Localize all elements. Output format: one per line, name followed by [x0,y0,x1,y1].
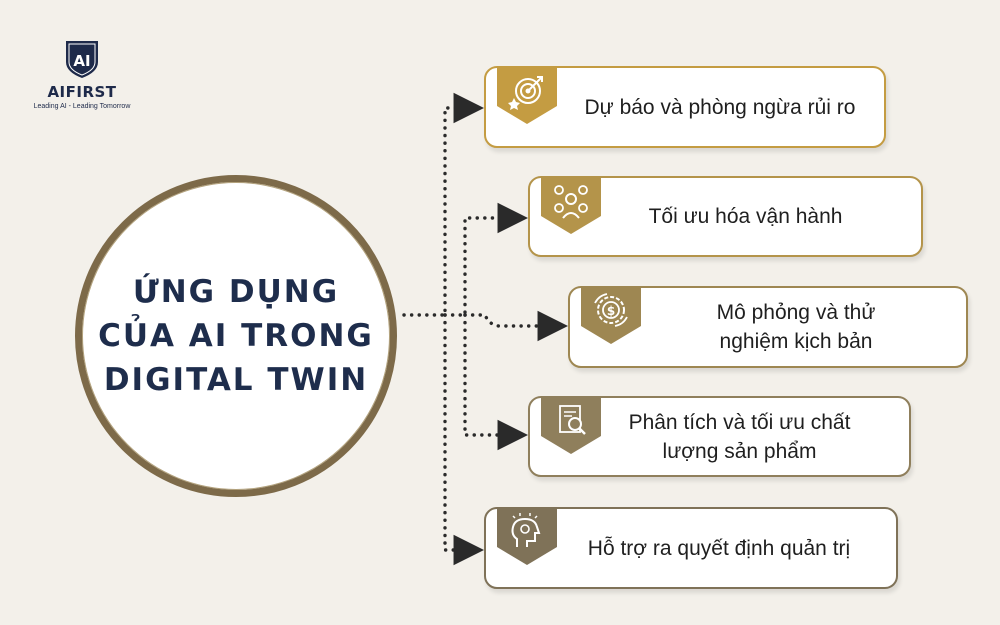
badge [541,176,601,234]
idea-head-icon [497,507,557,565]
connector-trunk [402,92,485,317]
card-label: Phân tích và tối ưu chất lượng sản phẩm [628,410,851,463]
center-title: ỨNG DỤNG CỦA AI TRONG DIGITAL TWIN [98,274,374,398]
brand-logo: AI AIFIRST Leading AI - Leading Tomorrow [32,38,132,110]
brand-name: AIFIRST [47,83,117,101]
svg-text:$: $ [607,304,615,318]
badge [497,507,557,565]
card-label: Hỗ trợ ra quyết định quản trị [587,536,851,560]
badge [541,396,601,454]
card-operation-optimization: Tối ưu hóa vận hành [528,176,923,257]
card-risk-forecast: Dự báo và phòng ngừa rủi ro [484,66,886,148]
brand-mark: AI [73,52,90,70]
card-decision-support: Hỗ trợ ra quyết định quản trị [484,507,898,589]
card-scenario-simulation: Mô phỏng và thử nghiệm kịch bản $ [568,286,968,368]
document-search-icon [541,396,601,454]
card-quality-analysis: Phân tích và tối ưu chất lượng sản phẩm [528,396,911,477]
dollar-gear-icon: $ [581,286,641,344]
shield-logo-icon: AI [66,41,98,78]
card-label: Tối ưu hóa vận hành [648,205,843,228]
card-label: Mô phỏng và thử nghiệm kịch bản [716,301,876,353]
badge [497,66,557,124]
center-circle: ỨNG DỤNG CỦA AI TRONG DIGITAL TWIN [75,175,397,497]
connector-2 [443,202,529,317]
badge: $ [581,286,641,344]
connector-3 [463,313,529,451]
connector-1 [443,313,485,566]
team-gear-icon [541,176,601,234]
target-icon [497,66,557,124]
card-label: Dự báo và phòng ngừa rủi ro [584,95,856,119]
connector-4 [463,310,569,342]
brand-tagline: Leading AI - Leading Tomorrow [33,103,131,110]
